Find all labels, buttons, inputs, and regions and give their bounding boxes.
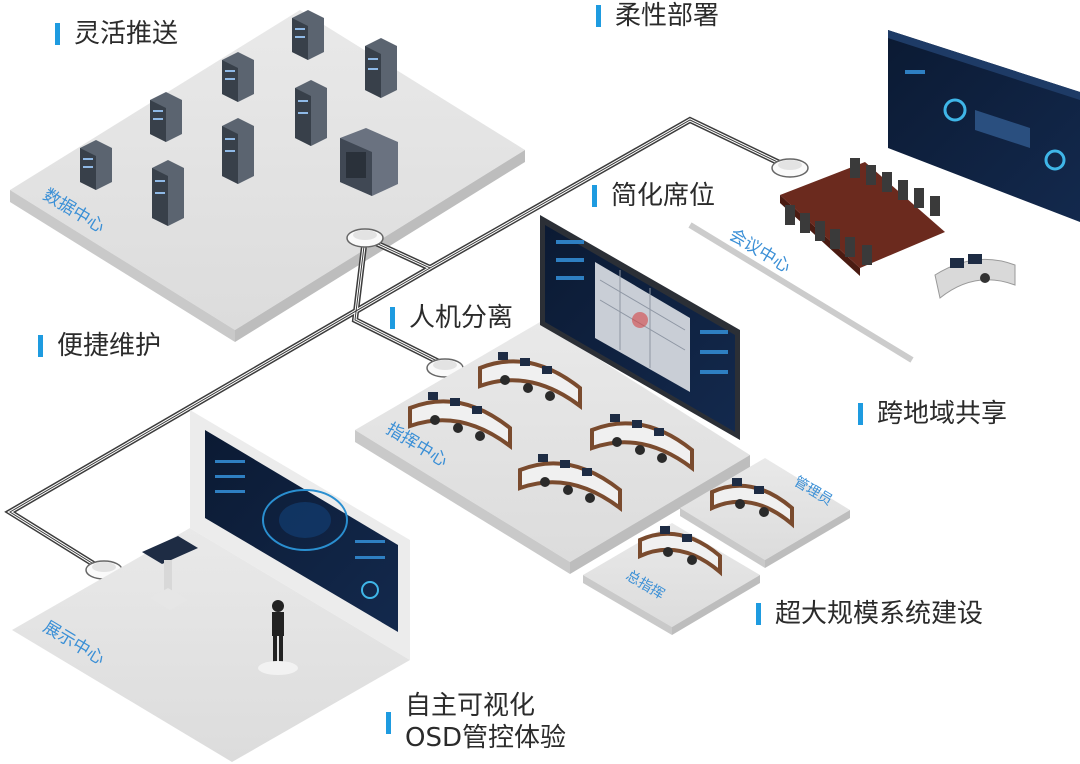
touch-kiosk	[142, 536, 198, 610]
data-center-platform: 数据中心	[10, 10, 525, 342]
feature-flexible-push: 灵活推送	[55, 18, 178, 50]
feature-large-scale: 超大规模系统建设	[756, 598, 983, 630]
server-rack-group	[80, 10, 398, 226]
feature-cross-region: 跨地域共享	[858, 398, 1007, 430]
node-icon	[346, 228, 384, 248]
feature-simplified-seats: 简化席位	[592, 180, 715, 212]
meeting-video-wall	[888, 30, 1080, 222]
feature-text: 人机分离	[409, 303, 514, 333]
feature-osd: 自主可视化 OSD管控体验	[386, 690, 566, 754]
feature-text: 简化席位	[611, 181, 716, 211]
feature-line-2: OSD管控体验	[405, 723, 566, 753]
feature-flexible-deploy: 柔性部署	[596, 0, 719, 32]
operator-desk-rows	[408, 352, 694, 513]
conference-table	[780, 158, 945, 276]
accent-bar	[596, 5, 601, 27]
accent-bar	[756, 603, 761, 625]
admin-platform: 管理员	[680, 458, 850, 568]
command-center-platform: 指挥中心	[355, 215, 750, 574]
network-cables	[4, 116, 792, 571]
feature-text: 便捷维护	[57, 331, 162, 361]
accent-bar	[38, 335, 43, 357]
accent-bar	[592, 185, 597, 207]
chief-command-platform: 总指挥	[583, 523, 760, 635]
feature-text: 灵活推送	[74, 19, 179, 49]
node-icon	[771, 158, 809, 178]
feature-human-machine: 人机分离	[390, 302, 513, 334]
display-video-wall	[205, 430, 398, 632]
accent-bar	[386, 712, 391, 734]
accent-bar	[390, 307, 395, 329]
feature-easy-maintenance: 便捷维护	[38, 330, 161, 362]
feature-text: 超大规模系统建设	[775, 599, 984, 629]
feature-text: 自主可视化 OSD管控体验	[405, 690, 566, 754]
accent-bar	[858, 403, 863, 425]
feature-text: 柔性部署	[615, 1, 720, 31]
feature-text: 跨地域共享	[877, 399, 1008, 429]
presenter-figure	[258, 600, 298, 675]
display-center-platform: 展示中心	[12, 410, 410, 762]
meeting-console-desk	[934, 254, 1016, 299]
feature-line-1: 自主可视化	[405, 691, 536, 721]
accent-bar	[55, 23, 60, 45]
network-node-icons	[85, 158, 809, 580]
command-video-wall	[540, 215, 740, 440]
meeting-center-area: 会议中心	[688, 30, 1080, 363]
